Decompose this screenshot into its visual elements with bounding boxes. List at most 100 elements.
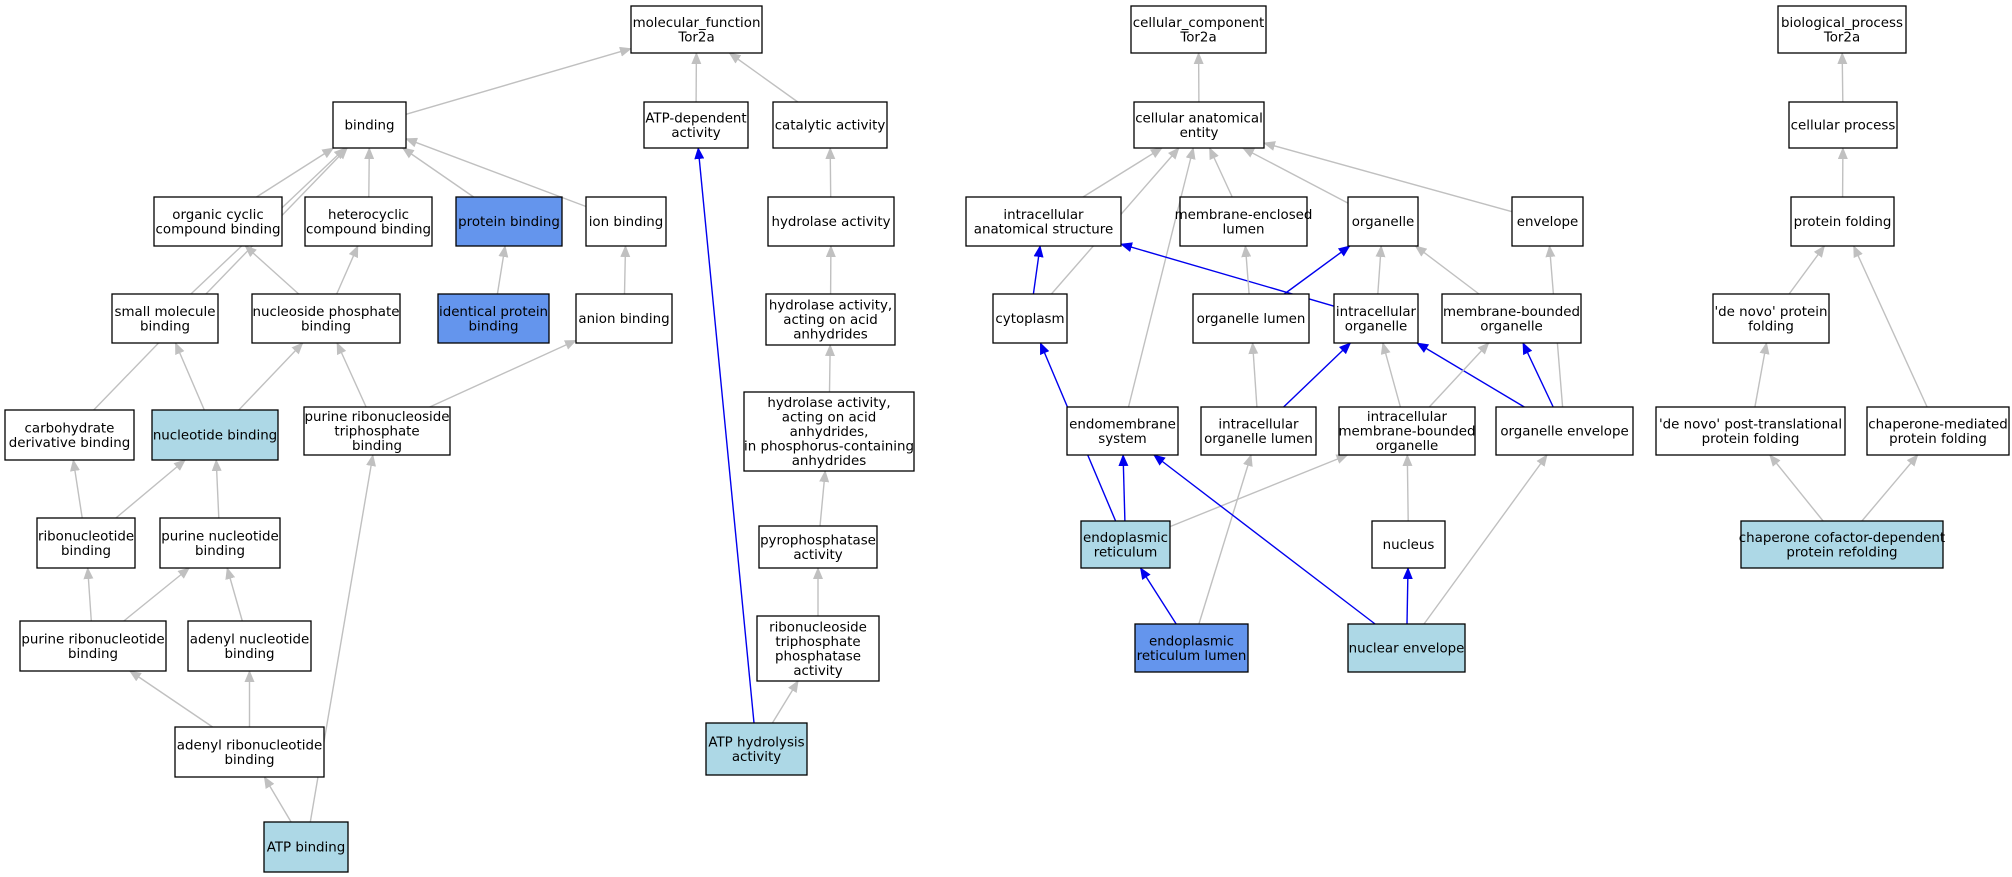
term-label-line: purine nucleotide [161,529,278,544]
term-node-binding[interactable]: binding [332,101,407,149]
term-node-hydrolase-phos[interactable]: hydrolase activity,acting on acidanhydri… [743,391,915,472]
term-label-line: activity [732,750,781,765]
term-box [1777,5,1907,54]
term-node-ribo-tri-phos[interactable]: ribonucleosidetriphosphatephosphataseact… [756,615,880,682]
term-node-nucleotide-binding[interactable]: nucleotide binding [151,409,279,461]
edge-endomembrane-to-cae [1127,147,1196,408]
edge-org_cyclic-to-binding [256,147,335,198]
term-node-organelle[interactable]: organelle [1347,196,1419,247]
edge-atp_hydrolysis-to-atp_dep [694,147,755,724]
edge-atp_hydrolysis-to-ribo_tri_phos [771,680,799,724]
term-node-hydrolase-acid[interactable]: hydrolase activity,acting on acidanhydri… [765,293,896,346]
term-node-prot-fold[interactable]: protein folding [1790,196,1895,247]
term-label-line: adenyl ribonucleotide [177,738,322,753]
term-label-line: organelle lumen [1197,312,1306,327]
term-box [1080,520,1171,569]
term-node-cell-proc[interactable]: cellular process [1788,101,1898,149]
edge-adenyl_nuc-to-purine_nuc [225,567,243,622]
term-node-envelope[interactable]: envelope [1511,196,1584,247]
term-label-line: identical protein [439,305,548,320]
term-node-anion[interactable]: anion binding [575,293,673,344]
term-box [1130,5,1267,54]
term-label-line: organelle envelope [1500,425,1628,440]
edge-cell_proc-to-bp_root [1837,52,1848,103]
term-node-nuc-env[interactable]: nuclear envelope [1347,623,1466,673]
term-label-line: molecular_function [633,16,761,31]
edge-envelope-to-cae [1263,141,1513,213]
term-label-line: binding [469,319,519,334]
edge-binding-to-mf_root [405,46,632,115]
term-node-ion-binding[interactable]: ion binding [585,196,667,247]
term-box [187,620,312,672]
term-node-protein-binding[interactable]: protein binding [455,196,563,247]
term-label-line: chaperone-mediated [1868,417,2007,432]
term-label-line: entity [1180,126,1219,141]
term-node-org-lumen[interactable]: organelle lumen [1192,293,1310,344]
edge-er_lumen-to-intra_org_lumen [1198,454,1253,625]
edge-pyrophosphatase-to-hydrolase_phos [819,470,830,527]
term-label-line: endoplasmic [1083,531,1168,546]
term-box [765,293,896,346]
term-label-line: binding [225,753,275,768]
edge-nuc_env-to-org_env [1423,454,1548,625]
term-label-line: compound binding [306,222,431,237]
term-label-line: protein folding [1889,432,1987,447]
term-label-line: organelle [1352,215,1415,230]
term-box [332,101,407,149]
term-label-line: envelope [1517,215,1579,230]
term-node-catalytic[interactable]: catalytic activity [772,101,888,149]
edge-nucleotide_binding-to-small_mol [174,342,205,411]
edge-org_env-to-mbo [1522,342,1554,408]
edge-org_lumen-to-organelle [1283,245,1351,295]
term-box [1866,406,2010,456]
edge-org_lumen-to-mel [1241,245,1252,295]
term-node-hydrolase[interactable]: hydrolase activity [767,196,895,247]
term-box [643,101,749,149]
term-node-atp-binding[interactable]: ATP binding [263,821,349,873]
term-label-line: acting on acid [783,313,878,328]
term-label-line: in phosphorus-containing [744,440,914,455]
term-box [758,525,878,569]
edge-intra_org_lumen-to-intra_org [1283,342,1352,408]
term-label-line: organelle [1376,439,1439,454]
term-node-cytoplasm[interactable]: cytoplasm [992,293,1068,344]
term-node-nucleus[interactable]: nucleus [1371,520,1446,569]
term-box [756,615,880,682]
term-label-line: folding [1748,319,1794,334]
term-box [174,726,325,778]
term-node-org-env[interactable]: organelle envelope [1495,406,1634,456]
term-box [455,196,563,247]
